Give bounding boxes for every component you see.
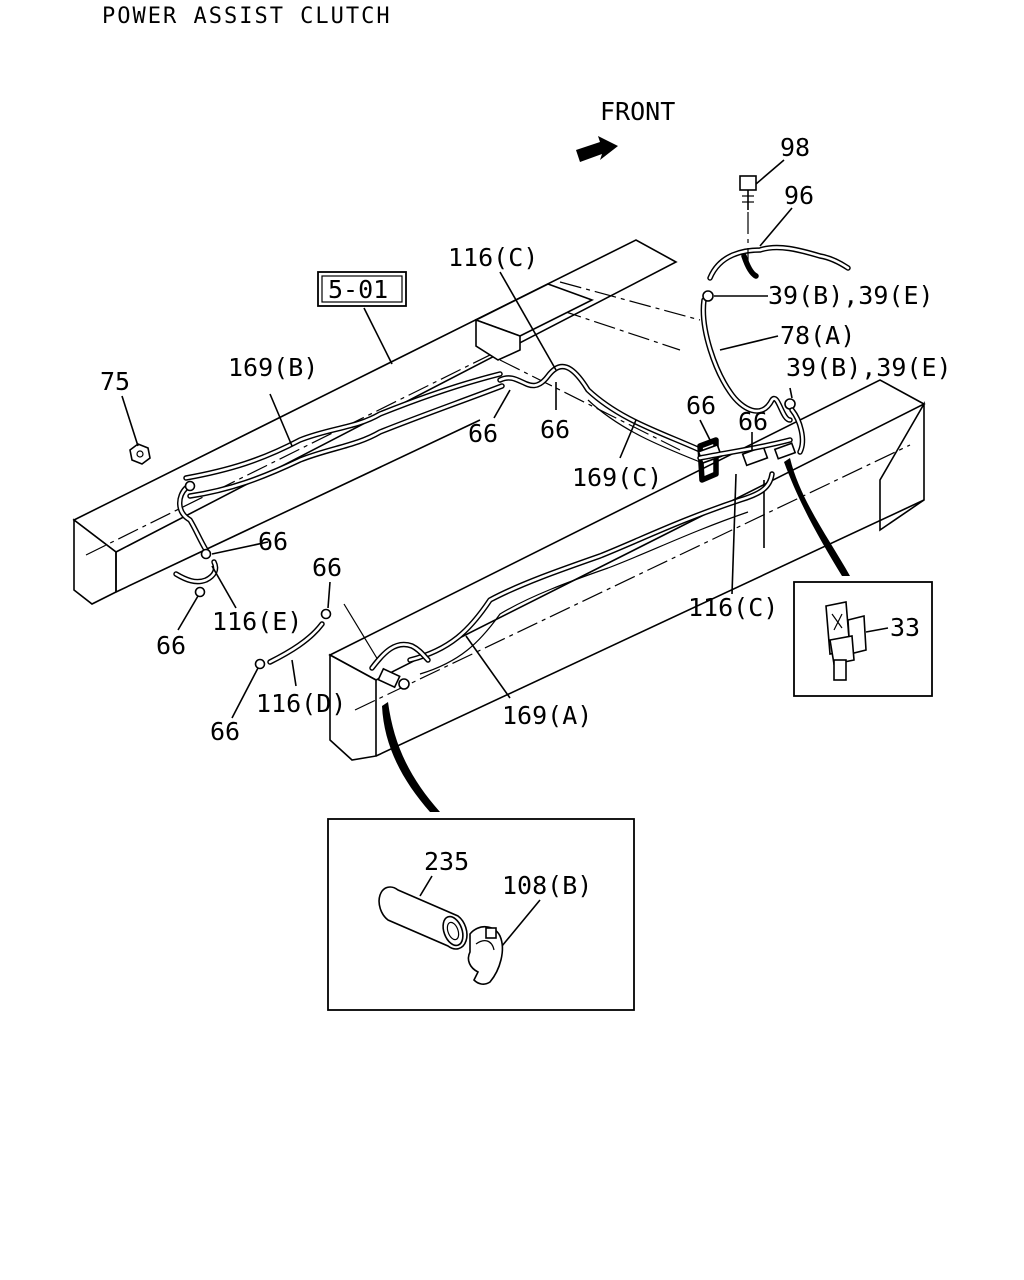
callout-78a: 78(A) [780, 321, 855, 350]
clip-108b-icon [467, 925, 504, 985]
callout-75: 75 [100, 367, 130, 396]
callout-39-top: 39(B),39(E) [768, 281, 934, 310]
callout-235: 235 [424, 847, 469, 876]
frame-rail-lower [328, 379, 926, 761]
crossmember [473, 283, 681, 451]
callout-66-d: 66 [738, 407, 768, 436]
callout-98: 98 [780, 133, 810, 162]
pipe-169a [407, 471, 775, 675]
callout-116c-bottom: 116(C) [688, 593, 778, 622]
callout-169a: 169(A) [502, 701, 592, 730]
callout-66-b: 66 [540, 415, 570, 444]
pipe-169b [183, 371, 505, 499]
clamp-39-top [702, 290, 806, 455]
callout-116e: 116(E) [212, 607, 302, 636]
hose-96 [707, 244, 851, 281]
callout-169c: 169(C) [572, 463, 662, 492]
callout-96: 96 [784, 181, 814, 210]
callout-66-a: 66 [468, 419, 498, 448]
callout-169b: 169(B) [228, 353, 318, 382]
callout-labels: 98 96 39(B),39(E) 78(A) 39(B),39(E) 116(… [100, 133, 952, 900]
reference-box-label: 5-01 [328, 275, 388, 304]
page-title: POWER ASSIST CLUTCH [102, 4, 392, 29]
clip-33-icon [825, 601, 867, 681]
hose-116e [173, 480, 219, 598]
hose-78a [700, 297, 793, 423]
hose-sleeve-235-icon [378, 886, 468, 950]
nut-75 [129, 443, 151, 465]
bolt-98 [739, 175, 757, 262]
hose-116d [254, 603, 379, 670]
callout-66-f: 66 [156, 631, 186, 660]
fitting-cluster-lower [369, 641, 431, 690]
callout-116d: 116(D) [256, 689, 346, 718]
callout-116c-top: 116(C) [448, 243, 538, 272]
callout-66-c: 66 [686, 391, 716, 420]
clip-assembly-right [697, 437, 797, 483]
detail-box-33 [784, 458, 933, 697]
front-arrow-icon [576, 136, 618, 162]
front-label: FRONT [600, 97, 675, 126]
callout-66-h: 66 [210, 717, 240, 746]
reference-box[interactable]: 5-01 [317, 271, 407, 365]
detail-box-235 [327, 702, 635, 1011]
callout-39-mid: 39(B),39(E) [786, 353, 952, 382]
pipe-169c [497, 363, 703, 463]
callout-33: 33 [890, 613, 920, 642]
leader-lines [121, 159, 793, 719]
callout-66-e: 66 [258, 527, 288, 556]
callout-66-g: 66 [312, 553, 342, 582]
callout-108b: 108(B) [502, 871, 592, 900]
